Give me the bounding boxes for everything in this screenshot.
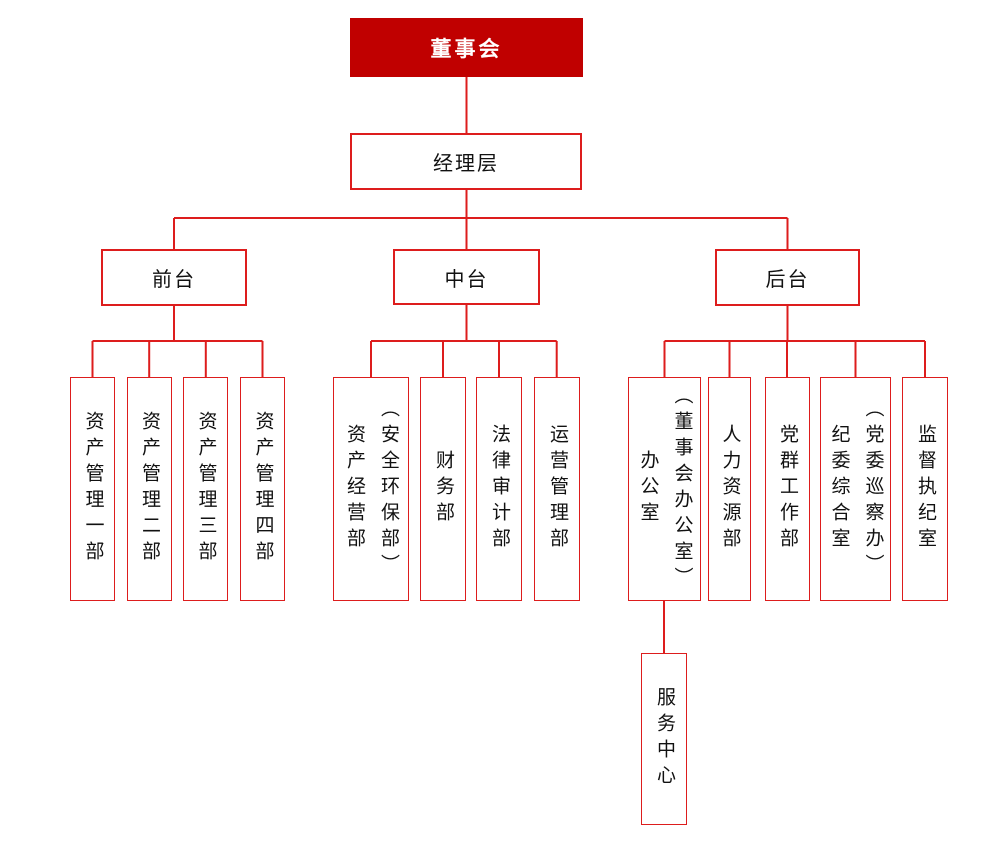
node-label: 纪委综合室 bbox=[828, 424, 850, 554]
node-label: 财务部 bbox=[433, 450, 454, 528]
node-label: 中台 bbox=[444, 268, 489, 291]
node-asset-mgmt-dept-4: 资产管理四部 bbox=[240, 377, 285, 601]
node-back-office: 后台 bbox=[715, 249, 860, 306]
node-label: 资产管理四部 bbox=[252, 411, 274, 567]
node-front-office: 前台 bbox=[101, 249, 247, 306]
node-label: 董事会 bbox=[430, 37, 503, 61]
node-service-center: 服务中心 bbox=[641, 653, 687, 825]
node-discipline-committee-office: 纪委综合室 （党委巡察办） bbox=[820, 377, 891, 601]
node-label: 资产管理二部 bbox=[139, 411, 160, 567]
node-asset-mgmt-dept-1: 资产管理一部 bbox=[70, 377, 115, 601]
node-label-alias: （安全环保部） bbox=[378, 398, 399, 580]
node-label: 监督执纪室 bbox=[915, 424, 936, 554]
node-label-alias: （董事会办公室） bbox=[671, 385, 693, 593]
node-label: 资产经营部 bbox=[344, 424, 365, 554]
node-general-office: 办公室 （董事会办公室） bbox=[628, 377, 701, 601]
node-label: 经理层 bbox=[433, 153, 499, 175]
node-asset-mgmt-dept-2: 资产管理二部 bbox=[126, 377, 172, 601]
node-label: 服务中心 bbox=[654, 687, 675, 791]
node-supervision-enforcement-office: 监督执纪室 bbox=[902, 377, 948, 601]
node-label: 人力资源部 bbox=[719, 424, 741, 554]
node-asset-operations-dept: 资产经营部 （安全环保部） bbox=[333, 377, 409, 601]
node-legal-audit-dept: 法律审计部 bbox=[476, 377, 522, 601]
node-label: 前台 bbox=[152, 269, 196, 291]
node-label: 资产管理一部 bbox=[82, 411, 104, 567]
node-label-alias: （党委巡察办） bbox=[862, 398, 884, 580]
node-label: 后台 bbox=[765, 269, 810, 291]
node-label: 办公室 bbox=[637, 450, 659, 528]
node-label: 运营管理部 bbox=[547, 424, 568, 554]
node-hr-dept: 人力资源部 bbox=[708, 377, 751, 601]
node-board: 董事会 bbox=[350, 18, 583, 77]
node-finance-dept: 财务部 bbox=[420, 377, 466, 601]
node-middle-office: 中台 bbox=[393, 249, 540, 305]
node-asset-mgmt-dept-3: 资产管理三部 bbox=[183, 377, 228, 601]
node-party-mass-work-dept: 党群工作部 bbox=[764, 377, 810, 601]
node-label: 党群工作部 bbox=[777, 424, 798, 554]
node-operations-mgmt-dept: 运营管理部 bbox=[534, 377, 580, 601]
node-management: 经理层 bbox=[350, 133, 582, 190]
node-label: 法律审计部 bbox=[489, 424, 510, 554]
node-label: 资产管理三部 bbox=[195, 411, 217, 567]
